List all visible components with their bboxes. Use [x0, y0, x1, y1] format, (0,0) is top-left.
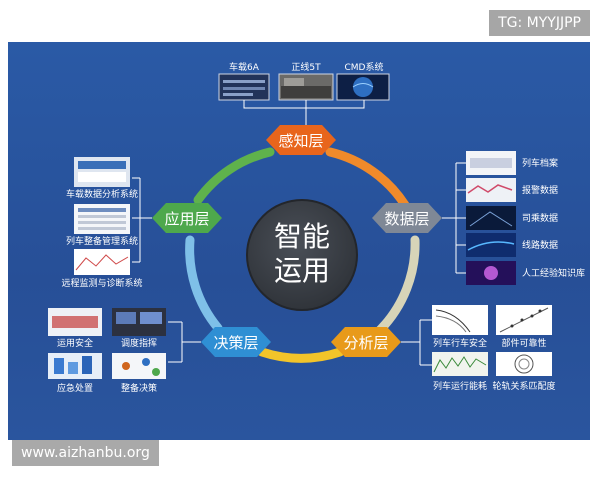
center-title-line1: 智能 [274, 220, 330, 253]
ring-arc-analysis-decision [257, 347, 345, 363]
perception-item-label: CMD系统 [345, 61, 384, 73]
analysis-item-label: 轮轨关系匹配度 [492, 380, 555, 392]
perception-item-label: 车载6A [229, 61, 260, 73]
application-item-label: 列车整备管理系统 [66, 235, 138, 247]
watermark-bottom: www.aizhanbu.org [12, 440, 159, 466]
decision-item-label: 调度指挥 [121, 337, 157, 349]
ring-arc-application-perception [193, 147, 275, 205]
node-application-label: 应用层 [164, 210, 209, 228]
analysis-item-label: 列车运行能耗 [433, 380, 487, 392]
watermark-top: TG: MYYJJPP [489, 10, 590, 36]
node-data-label: 数据层 [384, 210, 429, 228]
center-node: 智能 运用 [246, 199, 358, 311]
analysis-chart-energy [432, 352, 488, 376]
decision-item-label: 应急处置 [57, 382, 93, 394]
cycle-ring [185, 147, 420, 363]
node-data: 数据层 [372, 203, 442, 233]
analysis-item-label: 部件可靠性 [501, 337, 546, 349]
node-decision-label: 决策层 [213, 334, 258, 352]
node-analysis-label: 分析层 [343, 334, 388, 352]
application-group: 车载数据分析系统 列车整备管理系统 远程监测与诊断系统 [61, 157, 152, 289]
analysis-item-label: 列车行车安全 [433, 337, 487, 349]
node-decision: 决策层 [201, 327, 271, 357]
node-analysis: 分析层 [331, 327, 401, 357]
data-image-crew [466, 206, 516, 230]
node-perception-label: 感知层 [278, 132, 323, 150]
ring-arc-decision-application [185, 235, 223, 333]
perception-group: 车载6A 正线5T CMD系统 [218, 61, 390, 125]
analysis-chart-wheel-rail [496, 352, 552, 376]
decision-group: 运用安全 调度指挥 应急处置 整备决策 [48, 308, 201, 394]
application-image-remote-monitor [74, 249, 130, 275]
decision-item-label: 整备决策 [121, 382, 157, 394]
ring-arc-data-analysis [375, 235, 420, 335]
data-group: 列车档案 报警数据 司乘数据 线路数据 人工经验知识库 [442, 151, 585, 285]
center-title-line2: 运用 [274, 254, 330, 287]
data-item-label: 列车档案 [522, 157, 558, 169]
data-item-label: 司乘数据 [522, 212, 558, 224]
analysis-group: 列车行车安全 部件可靠性 列车运行能耗 轮轨关系匹配度 [401, 305, 556, 392]
data-item-label: 线路数据 [522, 239, 558, 251]
data-image-line [466, 233, 516, 257]
data-item-label: 报警数据 [522, 184, 558, 196]
application-item-label: 车载数据分析系统 [66, 188, 138, 200]
node-perception: 感知层 [266, 125, 336, 155]
decision-item-label: 运用安全 [57, 337, 93, 349]
perception-item-label: 正线5T [291, 61, 321, 73]
ring-arc-perception-data [325, 147, 410, 210]
analysis-chart-safety [432, 305, 488, 335]
node-application: 应用层 [152, 203, 222, 233]
data-item-label: 人工经验知识库 [522, 267, 585, 279]
application-item-label: 远程监测与诊断系统 [61, 277, 142, 289]
